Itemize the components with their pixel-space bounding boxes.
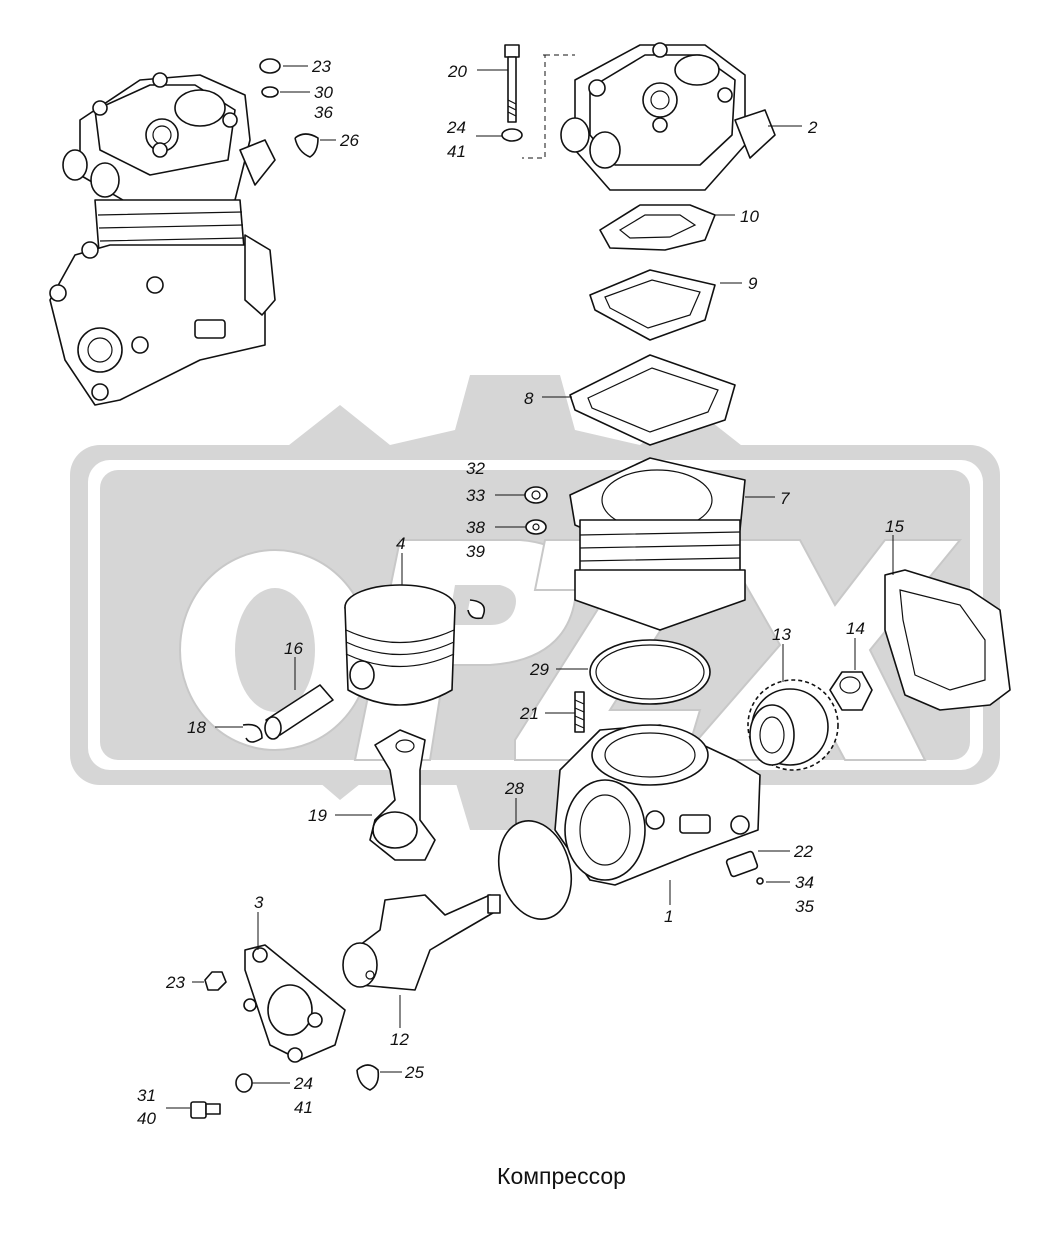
callout-22: 22: [793, 842, 813, 861]
callout-19: 19: [308, 806, 327, 825]
washer-part: [235, 1073, 253, 1093]
watermark-logo: [70, 375, 1000, 830]
piston-pin-part: [242, 684, 334, 743]
clamp-part: [356, 1064, 380, 1091]
callout-24: 24: [446, 118, 466, 137]
clamp-top-part: [294, 133, 319, 158]
callout-3: 3: [254, 893, 264, 912]
callout-10: 10: [740, 207, 759, 226]
stud-part: [574, 691, 585, 733]
rear-cover-part: [243, 944, 346, 1063]
callout-24-lower: 24: [293, 1074, 313, 1093]
callout-16: 16: [284, 639, 303, 658]
plate-part: [725, 850, 759, 878]
callout-25: 25: [404, 1063, 424, 1082]
callout-41: 41: [447, 142, 466, 161]
callout-34: 34: [795, 873, 814, 892]
callout-23: 23: [311, 57, 331, 76]
screw-part: [190, 1101, 221, 1119]
callout-30: 30: [314, 83, 333, 102]
callout-28: 28: [504, 779, 524, 798]
gear-nut-part: [829, 671, 873, 711]
nut-top-part: [259, 58, 281, 74]
callout-7: 7: [780, 489, 790, 508]
callout-20: 20: [447, 62, 467, 81]
callout-15: 15: [885, 517, 904, 536]
nut-small-part: [204, 971, 227, 991]
circlip-part: [467, 599, 486, 620]
callout-31: 31: [137, 1086, 156, 1105]
callout-1: 1: [664, 907, 673, 926]
callout-26: 26: [339, 131, 359, 150]
callout-41-lower: 41: [294, 1098, 313, 1117]
cylinder-head-part: [560, 42, 776, 191]
crankshaft-part: [342, 894, 501, 991]
cover-part: [884, 569, 1011, 711]
callout-2: 2: [807, 118, 818, 137]
callout-35: 35: [795, 897, 814, 916]
diagram-caption: Компрессор: [497, 1163, 626, 1189]
callout-32: 32: [466, 459, 485, 478]
callout-18: 18: [187, 718, 206, 737]
o-ring-inner: [595, 644, 705, 700]
cylinder-part: [569, 457, 746, 631]
rivet-part: [756, 877, 764, 885]
callout-21: 21: [519, 704, 539, 723]
callout-9: 9: [748, 274, 758, 293]
callout-33: 33: [466, 486, 485, 505]
washer-top-part: [261, 86, 279, 98]
callout-40: 40: [137, 1109, 156, 1128]
gasket-parts: [569, 204, 736, 446]
callout-labels: 23 30 36 26 20 24 41 2 10 9 8 32 33 38 3…: [137, 57, 904, 1128]
seal-ring-part: [498, 820, 572, 920]
leader-lines: [166, 65, 894, 1109]
callout-29: 29: [529, 660, 549, 679]
callout-36: 36: [314, 103, 333, 122]
crankcase-part: [554, 724, 761, 886]
connecting-rod-part: [369, 729, 436, 861]
callout-12: 12: [390, 1030, 409, 1049]
o-ring-part: [589, 639, 711, 705]
callout-23-lower: 23: [165, 973, 185, 992]
assembled-compressor-view: [49, 72, 276, 406]
bolt-part: [501, 44, 575, 159]
callout-13: 13: [772, 625, 791, 644]
callout-39: 39: [466, 542, 485, 561]
callout-8: 8: [524, 389, 534, 408]
nut-parts: [524, 486, 548, 535]
gear-part: [747, 679, 839, 771]
callout-4: 4: [396, 534, 405, 553]
callout-38: 38: [466, 518, 485, 537]
callout-14: 14: [846, 619, 865, 638]
piston-part: [344, 584, 456, 706]
